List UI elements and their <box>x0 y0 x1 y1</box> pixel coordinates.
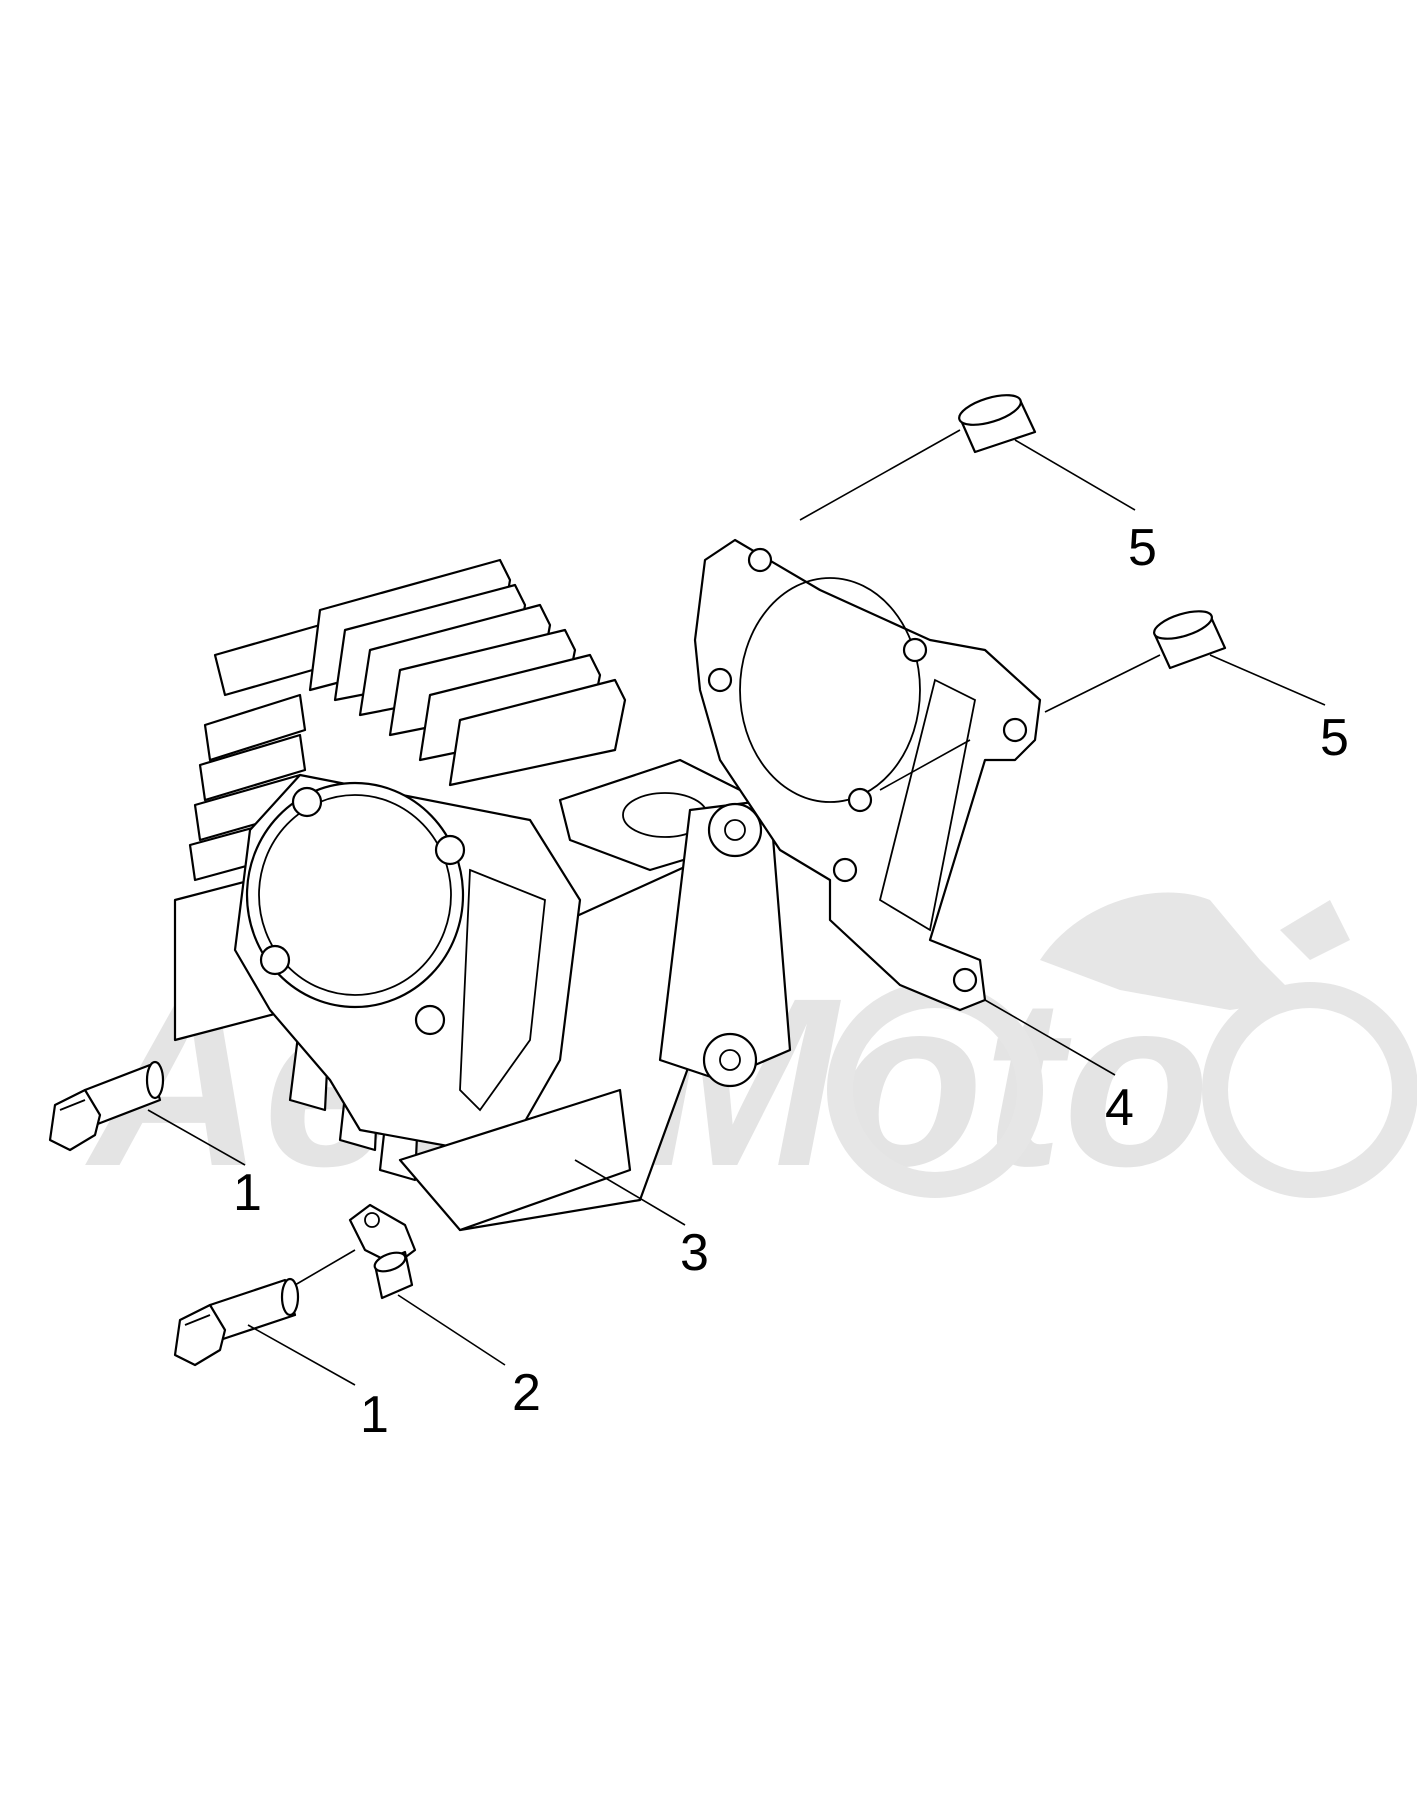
leader-2 <box>397 1294 506 1366</box>
dowel-pin-icon-upper <box>958 394 1037 454</box>
leader-5-upper-to-gasket <box>799 429 961 521</box>
engine-cylinder-icon <box>173 558 792 1232</box>
leader-5-lower <box>1209 654 1326 706</box>
leader-1-to-clip <box>294 1249 356 1286</box>
callout-1-upper: 1 <box>233 1164 262 1222</box>
flange-bolt-icon-upper <box>48 1060 165 1152</box>
leader-1-lower <box>247 1324 356 1386</box>
callout-5-upper: 5 <box>1128 519 1157 577</box>
leader-5-lower-to-gasket-inner <box>879 739 971 791</box>
hose-clip-icon <box>348 1203 417 1300</box>
leader-1-upper <box>147 1109 246 1166</box>
callout-3: 3 <box>680 1224 709 1282</box>
callout-4: 4 <box>1105 1079 1134 1137</box>
callouts: 1 1 2 3 4 5 5 <box>233 519 1349 1444</box>
leader-lines <box>147 429 1326 1386</box>
cylinder-gasket-icon <box>693 538 1042 1012</box>
callout-1-lower: 1 <box>360 1386 389 1444</box>
callout-2: 2 <box>512 1364 541 1422</box>
leader-5-lower-to-gasket <box>1044 654 1161 713</box>
callout-5-lower: 5 <box>1320 709 1349 767</box>
leader-3 <box>574 1159 686 1226</box>
leader-5-upper <box>1014 439 1136 511</box>
flange-bolt-icon-lower <box>173 1277 300 1367</box>
dowel-pin-icon-lower <box>1153 610 1227 670</box>
leader-4 <box>984 999 1116 1076</box>
